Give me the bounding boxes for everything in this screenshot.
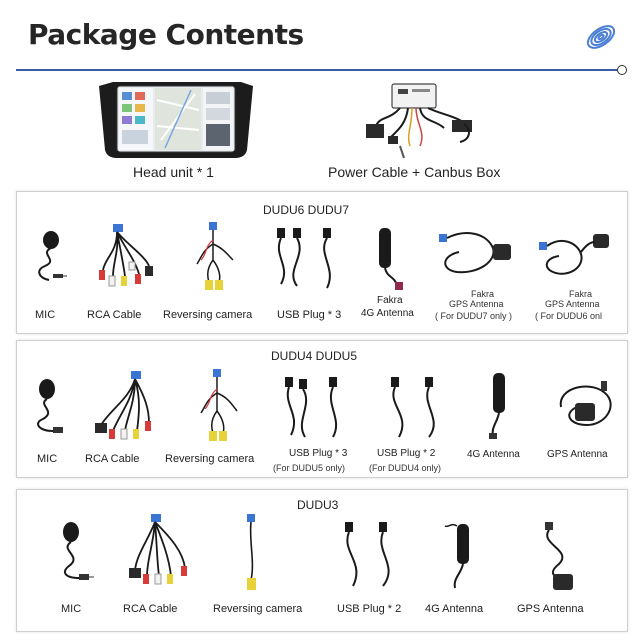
4g-antenna-image [489, 373, 505, 439]
power-cable-label: Power Cable + Canbus Box [328, 164, 501, 180]
gps-dudu7-label-1: Fakra [471, 289, 495, 299]
panel-dudu3: DUDU3 MIC RCA Cable Reversing camera USB… [16, 489, 628, 632]
reversing-camera-label: Reversing camera [165, 453, 255, 465]
page-title: Package Contents [28, 18, 304, 51]
gps-antenna-image [559, 381, 612, 427]
4g-antenna-label: 4G Antenna [425, 603, 484, 615]
mic-image [37, 379, 63, 433]
gps-dudu6-label-1: Fakra [569, 289, 593, 299]
gps-dudu7-label-3: ( For DUDU7 only ) [435, 311, 513, 321]
mic-label: MIC [61, 603, 82, 615]
gps-dudu6-label-2: GPS Antenna [545, 299, 600, 309]
usb-plug-3-image [285, 377, 338, 438]
usb-plug-label: USB Plug * 2 [337, 603, 402, 615]
reversing-camera-label: Reversing camera [213, 603, 303, 615]
gps-antenna-image [545, 522, 573, 590]
mic-image [63, 522, 94, 580]
fakra-4g-antenna-image [379, 228, 403, 290]
divider-end-dot [617, 65, 627, 75]
panel-title: DUDU4 DUDU5 [271, 349, 358, 363]
panel-title: DUDU3 [297, 498, 339, 512]
reversing-camera-label: Reversing camera [163, 309, 253, 321]
rca-cable-label: RCA Cable [123, 603, 178, 615]
head-unit-label: Head unit * 1 [133, 164, 214, 180]
4g-antenna-label: 4G Antenna [467, 449, 520, 460]
rca-cable-image [129, 514, 187, 585]
usb-plug-3-label-2: (For DUDU5 only) [273, 463, 346, 473]
power-cable-canbus-image [366, 83, 472, 159]
head-unit-image [99, 82, 253, 158]
header-divider [16, 69, 622, 71]
mic-label: MIC [37, 453, 58, 465]
rca-cable-image [95, 371, 151, 440]
fakra-4g-label-2: 4G Antenna [361, 308, 414, 319]
panel-title: DUDU6 DUDU7 [263, 203, 350, 217]
reversing-camera-cable-image [196, 222, 234, 290]
usb-plug-label: USB Plug * 3 [277, 309, 342, 321]
panel-dudu6-dudu7: DUDU6 DUDU7 MIC RCA Cable Reversing came… [16, 191, 628, 334]
gps-antenna-label: GPS Antenna [517, 603, 584, 615]
usb-plug-image [277, 228, 331, 289]
panel-dudu4-dudu5: DUDU4 DUDU5 MIC RCA Cable Reversing came… [16, 340, 628, 478]
rca-cable-label: RCA Cable [85, 453, 140, 465]
fakra-gps-antenna-dudu6-image [539, 234, 609, 275]
rca-cable-label: RCA Cable [87, 309, 142, 321]
4g-antenna-image [444, 523, 469, 589]
gps-dudu6-label-3: ( For DUDU6 onl [535, 311, 603, 321]
usb-plug-image [345, 522, 390, 587]
rca-cable-image [99, 224, 153, 287]
reversing-camera-cable-image [247, 514, 256, 590]
brand-logo-icon [586, 25, 616, 49]
mic-label: MIC [35, 309, 56, 321]
usb-plug-2-label-2: (For DUDU4 only) [369, 463, 442, 473]
gps-dudu7-label-2: GPS Antenna [449, 299, 504, 309]
fakra-gps-antenna-dudu7-image [439, 232, 511, 274]
fakra-4g-label-1: Fakra [377, 295, 403, 306]
usb-plug-3-label-1: USB Plug * 3 [289, 448, 348, 459]
usb-plug-2-label-1: USB Plug * 2 [377, 448, 436, 459]
reversing-camera-cable-image [200, 369, 238, 441]
mic-image [38, 231, 67, 281]
usb-plug-2-image [391, 377, 435, 438]
gps-antenna-label: GPS Antenna [547, 449, 608, 460]
